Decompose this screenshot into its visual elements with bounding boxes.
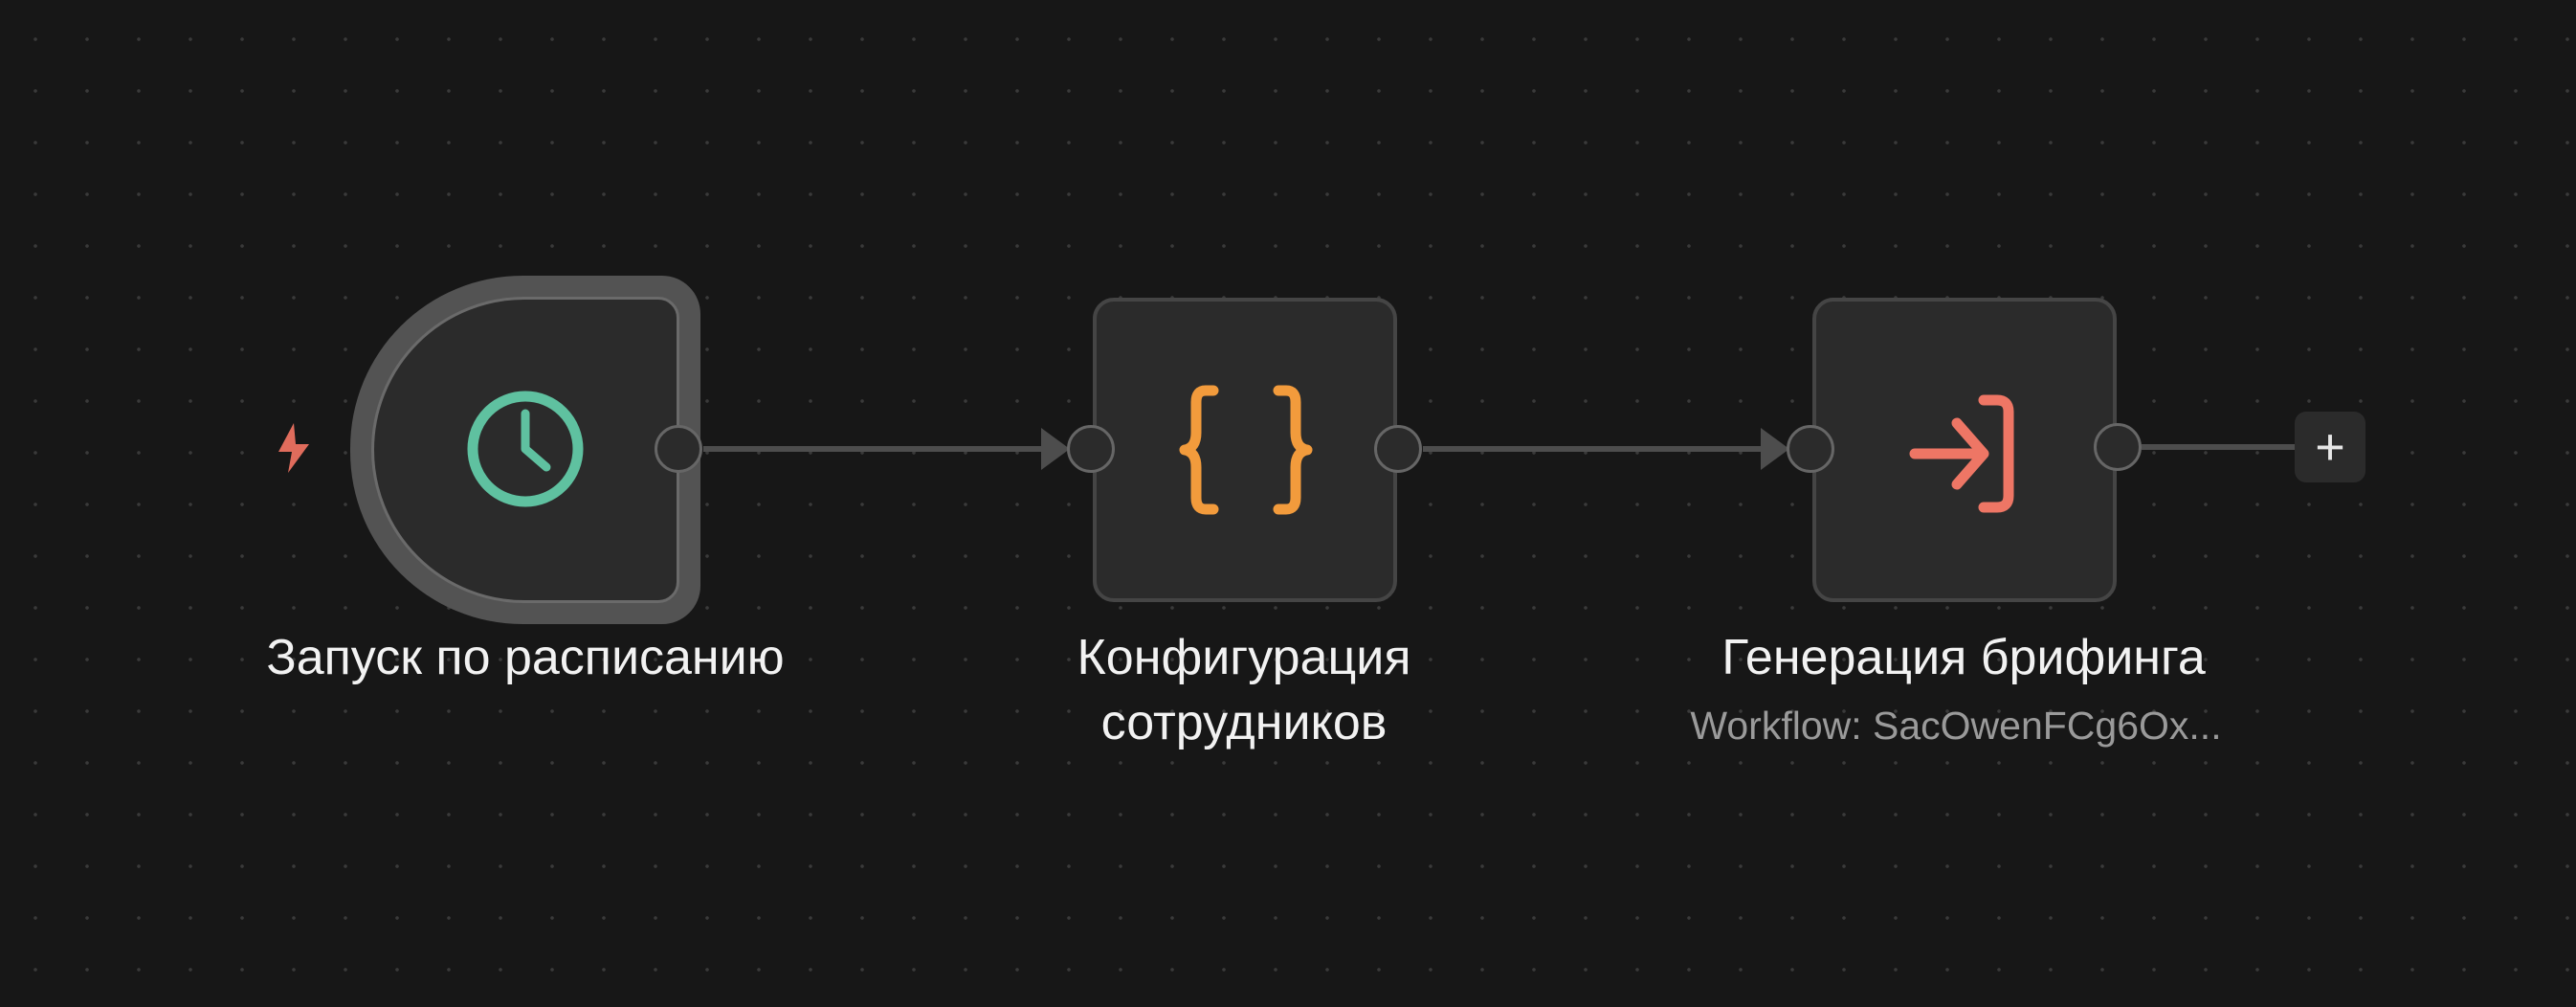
clock-icon: [467, 391, 584, 507]
node-title-line-1: Конфигурация: [1077, 630, 1411, 685]
output-handle[interactable]: [2094, 423, 2142, 471]
output-handle[interactable]: [1374, 425, 1422, 473]
node-subtitle: Workflow: SacOwenFCg6Ox...: [1690, 704, 2222, 748]
node-title: Генерация брифинга: [1721, 630, 2206, 685]
braces-icon: [1179, 385, 1313, 515]
output-handle[interactable]: [655, 425, 702, 473]
node-title-line-2: сотрудников: [1100, 695, 1388, 750]
sign-in-icon: [1909, 394, 2014, 513]
input-handle[interactable]: [1067, 425, 1115, 473]
edge-arrowhead: [1041, 428, 1070, 470]
employee-config-node[interactable]: [1093, 298, 1397, 602]
plus-icon: +: [2315, 418, 2345, 476]
input-handle[interactable]: [1787, 425, 1834, 473]
node-title: Запуск по расписанию: [266, 630, 785, 685]
trigger-bolt-icon: [278, 423, 309, 473]
edge-arrowhead: [1761, 428, 1789, 470]
node-title: Конфигурация сотрудников: [1077, 625, 1411, 755]
add-node-button[interactable]: +: [2295, 412, 2365, 482]
